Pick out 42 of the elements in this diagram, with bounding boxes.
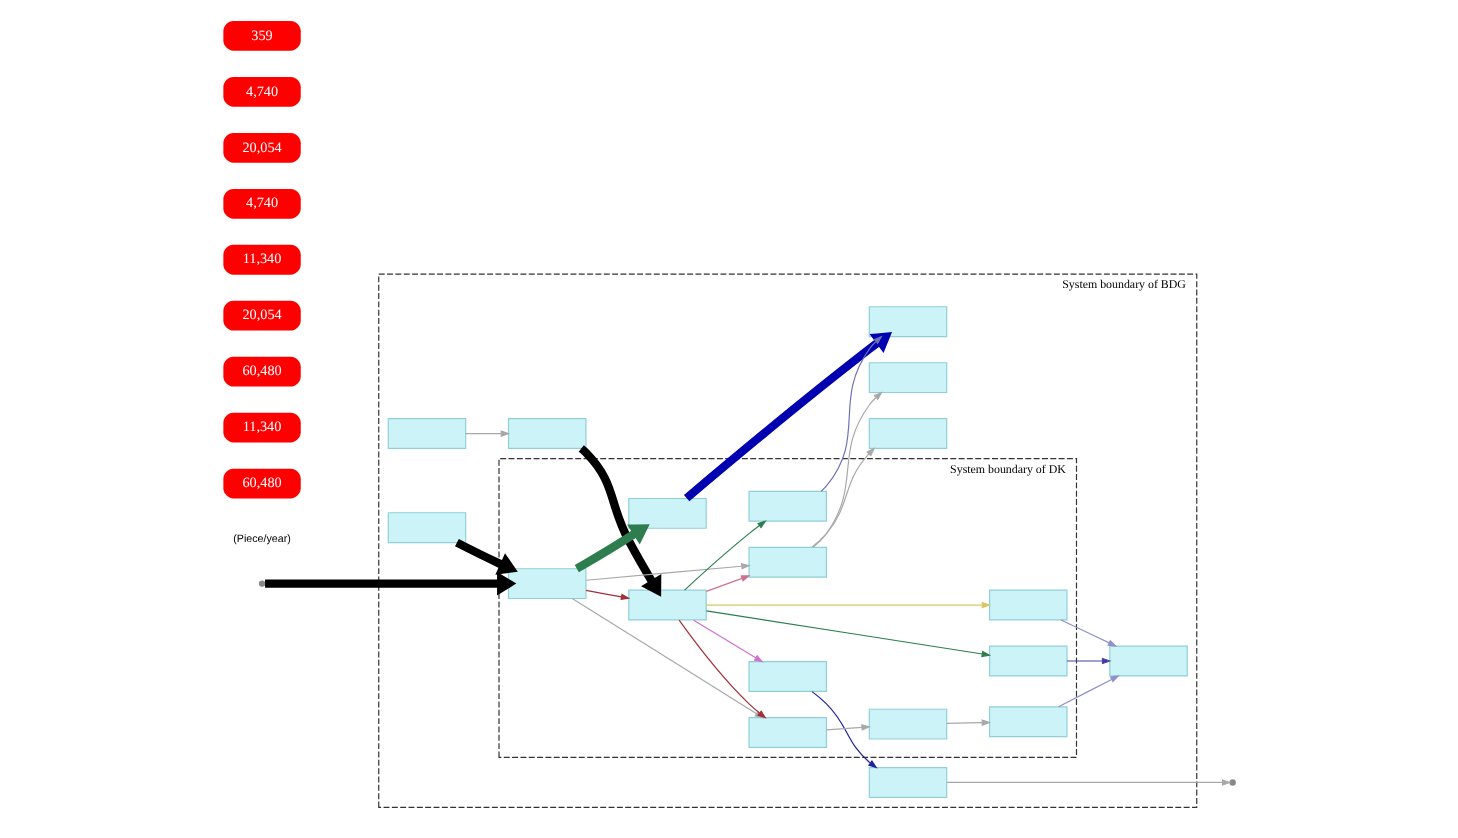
node-box — [988, 706, 1068, 738]
node-box — [868, 306, 948, 338]
node-box — [748, 546, 828, 578]
arrow — [455, 538, 518, 575]
arrow — [812, 391, 883, 548]
arrow — [1066, 657, 1112, 665]
arrow — [705, 601, 992, 609]
node-box — [868, 708, 948, 740]
node-box — [628, 497, 707, 529]
node-box — [387, 418, 467, 450]
arrow — [585, 589, 631, 601]
arrow — [578, 445, 662, 597]
arrow — [705, 610, 992, 658]
arrow — [946, 719, 992, 726]
arrow — [1060, 619, 1118, 647]
node-box — [988, 589, 1068, 621]
arrow — [820, 335, 883, 492]
arrow — [811, 447, 876, 548]
arrow — [265, 571, 517, 596]
node-box — [988, 645, 1068, 677]
arrow — [693, 619, 764, 663]
node-box — [387, 512, 467, 544]
node-box — [748, 716, 828, 748]
node-box — [748, 661, 828, 692]
arrow — [683, 332, 893, 502]
node-box — [628, 589, 707, 621]
arrow — [465, 430, 511, 437]
arrow — [946, 779, 1232, 786]
node-box — [868, 418, 948, 450]
node-box — [868, 362, 948, 394]
node-box — [748, 490, 828, 522]
node-box — [507, 568, 587, 600]
arrow — [705, 575, 751, 592]
arrow — [574, 524, 650, 573]
arrow — [825, 724, 871, 731]
arrow — [811, 691, 878, 769]
arrow — [585, 562, 751, 581]
node-box — [868, 767, 948, 798]
node-box — [507, 418, 587, 450]
node-box — [1109, 645, 1188, 677]
arrow — [1058, 675, 1120, 708]
arrow — [684, 520, 767, 591]
